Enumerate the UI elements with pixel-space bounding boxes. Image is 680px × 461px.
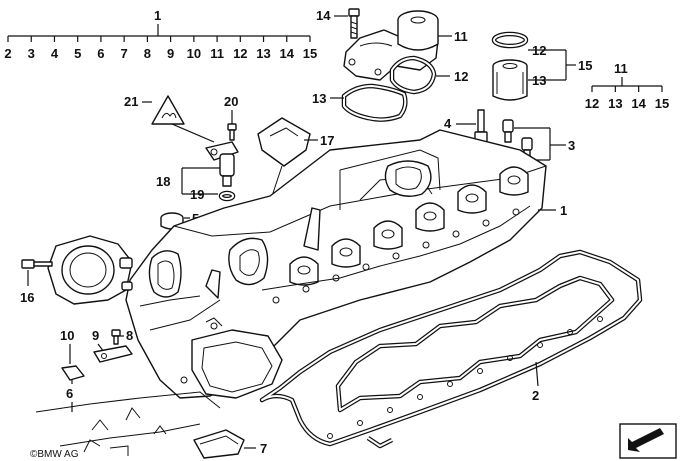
oil-filter-cover-11: 11 <box>343 10 468 81</box>
callout-1-cover: 1 <box>560 203 567 218</box>
group-1-item-label: 14 <box>280 46 295 61</box>
callout-14: 14 <box>316 8 331 23</box>
group-11-item-label: 15 <box>655 96 669 111</box>
callout-19: 19 <box>190 187 204 202</box>
group-11-item-label: 13 <box>608 96 622 111</box>
coil-boss <box>331 238 361 268</box>
sensor-18-19: 18 19 <box>156 141 239 202</box>
group-11-item-label: 12 <box>585 96 599 111</box>
callout-17: 17 <box>320 133 334 148</box>
gasket-hole <box>567 329 573 335</box>
callout-11: 11 <box>454 29 468 44</box>
callout-4: 4 <box>444 116 452 131</box>
callout-10: 10 <box>60 328 74 343</box>
gasket-12-and-13: 12 13 <box>312 55 468 122</box>
bolt-hole <box>482 219 490 227</box>
group-1-item-label: 11 <box>210 46 224 61</box>
callout-13: 13 <box>312 91 326 106</box>
coil-boss <box>289 256 319 286</box>
bolt-hole <box>302 285 310 293</box>
group-1-item-label: 9 <box>167 46 174 61</box>
callout-16: 16 <box>20 290 34 305</box>
coil-boss <box>373 220 403 250</box>
group-1-item-label: 13 <box>256 46 270 61</box>
group-1-item-label: 2 <box>4 46 11 61</box>
gasket-hole <box>417 394 423 400</box>
callout-6: 6 <box>66 386 73 401</box>
warning-label-21: 21 <box>124 94 215 143</box>
callout-20: 20 <box>224 94 238 109</box>
bracket-8-9-10: 10 9 8 <box>60 328 133 384</box>
lower-cover-6: 6 <box>35 386 221 456</box>
group-11-item-label: 14 <box>631 96 646 111</box>
group-11-bracket: 11 12 13 14 15 <box>585 61 669 111</box>
bolt-hole <box>272 296 280 304</box>
group-1-item-label: 3 <box>28 46 35 61</box>
group-1-item-label: 4 <box>51 46 59 61</box>
gasket-hole <box>447 381 453 387</box>
bolt-hole <box>452 230 460 238</box>
cylinder-head-cover-1: 1 <box>125 129 567 399</box>
coil-boss <box>457 184 487 214</box>
callout-12-ring: 12 <box>532 43 546 58</box>
bolt-14: 14 <box>316 8 360 39</box>
callout-8: 8 <box>126 328 133 343</box>
coil-boss <box>415 202 445 232</box>
group-1-item-label: 8 <box>144 46 151 61</box>
screw-20: 20 <box>224 94 238 141</box>
callout-3: 3 <box>568 138 575 153</box>
callout-1-header: 1 <box>154 8 161 23</box>
gasket-hole <box>507 355 513 361</box>
gasket-2: 2 <box>259 249 643 449</box>
group-1-item-label: 6 <box>97 46 104 61</box>
callout-9: 9 <box>92 328 99 343</box>
filter-parts-group: 12 13 15 <box>491 31 592 101</box>
callout-21: 21 <box>124 94 138 109</box>
intake-16: 16 <box>20 235 133 305</box>
clip-7: 7 <box>193 429 267 459</box>
bolt-hole <box>422 241 430 249</box>
callout-11-group: 11 <box>614 61 628 76</box>
group-1-item-label: 7 <box>121 46 128 61</box>
bolt-hole <box>392 252 400 260</box>
coil-boss <box>499 166 529 196</box>
next-page-arrow-icon[interactable] <box>619 423 677 459</box>
group-1-item-label: 5 <box>74 46 81 61</box>
group-1-item-label: 12 <box>233 46 247 61</box>
gasket-hole <box>387 407 393 413</box>
callout-15: 15 <box>578 58 592 73</box>
callout-13-filter: 13 <box>532 73 546 88</box>
gasket-hole <box>357 420 363 426</box>
group-1-item-label: 10 <box>187 46 201 61</box>
gasket-hole <box>477 368 483 374</box>
gasket-hole <box>597 316 603 322</box>
group-1-item-label: 15 <box>303 46 317 61</box>
gasket-hole <box>327 433 333 439</box>
callout-2: 2 <box>532 388 539 403</box>
callout-18: 18 <box>156 174 170 189</box>
copyright: ©BMW AG <box>30 449 79 460</box>
gasket-hole <box>537 342 543 348</box>
callout-12: 12 <box>454 69 468 84</box>
callout-7: 7 <box>260 441 267 456</box>
